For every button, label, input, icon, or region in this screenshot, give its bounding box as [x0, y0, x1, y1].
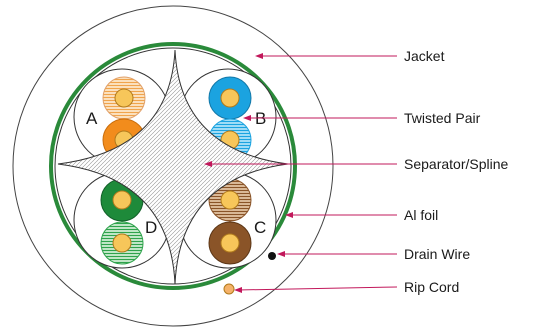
inner-core-outline — [54, 47, 292, 285]
leader-lines — [204, 53, 398, 293]
jacket-label: Jacket — [404, 48, 445, 64]
pair-d-stripe-conductor — [112, 233, 132, 253]
al-foil-arrowhead — [285, 212, 293, 218]
drain-wire — [268, 252, 276, 260]
rip-cord-arrowhead — [234, 287, 242, 293]
pair-d-solid-conductor — [112, 190, 132, 210]
twisted-pair-arrowhead — [243, 115, 251, 121]
separator-arrowhead — [204, 161, 212, 167]
pair-c-stripe-conductor — [220, 190, 240, 210]
separator-spline — [57, 49, 289, 285]
pair-b-solid-conductor — [220, 88, 240, 108]
pair-c-label: C — [254, 218, 266, 237]
pair-c-solid-conductor — [220, 233, 240, 253]
callout-labels: Jacket Twisted Pair Separator/Spline Al … — [404, 48, 509, 295]
jacket-arrowhead — [255, 53, 263, 59]
rip-cord — [223, 283, 235, 295]
al-foil-label: Al foil — [404, 207, 438, 223]
drain-wire-arrowhead — [277, 251, 285, 257]
rip-cord-label: Rip Cord — [404, 279, 459, 295]
twisted-pair-label: Twisted Pair — [404, 110, 481, 126]
rip-cord-leader — [237, 286, 398, 291]
separator-spline-label: Separator/Spline — [404, 156, 509, 172]
pair-a-stripe-conductor — [114, 88, 134, 108]
drain-wire-label: Drain Wire — [404, 246, 470, 262]
pair-d-label: D — [145, 218, 157, 237]
pair-a-label: A — [86, 109, 98, 128]
